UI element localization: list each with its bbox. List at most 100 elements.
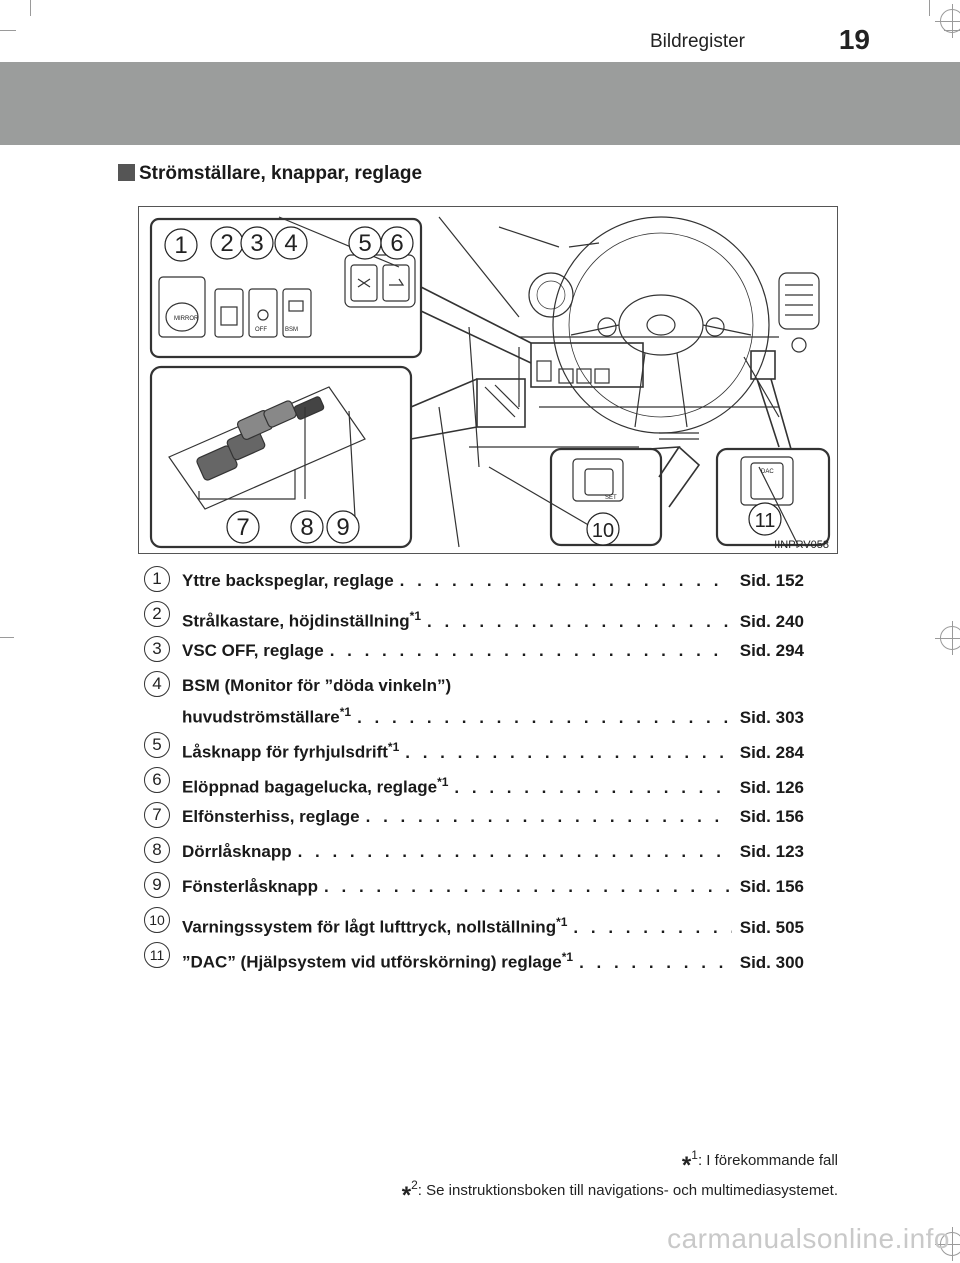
list-item: 11 ”DAC” (Hjälpsystem vid utförskörning)… [144,942,804,977]
item-page: Sid. 284 [739,742,804,762]
item-label: Yttre backspeglar, reglage [182,571,394,590]
callout-2: 2 [210,226,244,260]
item-number: 2 [144,601,170,627]
gauge-icon [528,272,574,318]
registration-mark [935,1227,960,1261]
callout-10: 10 [586,512,620,546]
item-label: Låsknapp för fyrhjulsdrift [182,742,388,762]
list-item: 10 Varningssystem för lågt lufttryck, no… [144,907,804,942]
item-number: 7 [144,802,170,828]
callout-9: 9 [326,510,360,544]
callout-1: 1 [164,228,198,262]
header-title: Bildregister [649,31,745,52]
svg-text:3: 3 [250,230,263,257]
item-label: Elöppnad bagagelucka, reglage [182,777,438,797]
item-page: Sid. 505 [739,917,804,937]
list-item: 9 Fönsterlåsknapp . . . . . . . . . . . .… [144,872,804,907]
leader-dots: . . . . . . . . . . . . . . . . . . . . … [365,807,732,826]
vsc-off-label: OFF [255,327,267,333]
footnote-ref: *1 [556,915,568,929]
reference-list: 1 Yttre backspeglar, reglage . . . . . . … [144,566,804,977]
svg-text:10: 10 [592,520,614,542]
leader-dots: . . . . . . . . . . . . . . . . . . . . … [579,952,732,972]
bsm-label: BSM [285,327,298,333]
header-band [0,62,960,145]
footnote-ref: *1 [387,740,400,754]
detail-box-dac [715,447,831,547]
registration-mark [935,621,960,655]
footnote-ref: *1 [409,609,422,623]
item-page: Sid. 126 [739,777,804,797]
leader-dots: . . . . . . . . . . . . . . . . . . . . … [573,917,731,937]
item-number: 1 [144,566,170,592]
leader-dots: . . . . . . . . . . . . . . . . . . . . … [405,742,731,762]
dashboard-illustration: MIRROR OFF BSM SET DAC 1 2 3 4 5 6 7 8 9… [149,216,831,549]
list-item: 7 Elfönsterhiss, reglage. . . . . . . . … [144,802,804,837]
svg-text:9: 9 [336,514,349,541]
item-number: 9 [144,872,170,898]
callout-8: 8 [290,510,324,544]
detail-box-upper-left [149,217,423,359]
footnote-ref: *1 [437,775,449,789]
list-item: 4 BSM (Monitor för ”döda vinkeln”) huvud… [144,671,804,732]
footnote-ref: *1 [339,705,352,719]
list-item: 5 Låsknapp för fyrhjulsdrift*1 . . . . . … [144,732,804,767]
footnote-2: *2: Se instruktionsboken till navigation… [401,1178,838,1209]
list-item: 2 Strålkastare, höjdinställning*1 . . . .… [144,601,804,636]
switch-panel [530,342,644,388]
leader-dots: . . . . . . . . . . . . . . . . . . . . … [329,641,732,660]
leader-dots: . . . . . . . . . . . . . . . . . . . . … [399,571,732,590]
dashboard-figure: MIRROR OFF BSM SET DAC 1 2 3 4 5 6 7 8 9… [138,206,838,554]
item-label: ”DAC” (Hjälpsystem vid utförskörning) re… [182,952,562,972]
item-page: Sid. 152 [739,571,804,590]
leader-dots: . . . . . . . . . . . . . . . . . . . . … [357,707,732,727]
list-item: 8 Dörrlåsknapp . . . . . . . . . . . . . … [144,837,804,872]
dac-label: DAC [761,469,774,475]
leader-dots: . . . . . . . . . . . . . . . . . . . . … [427,611,732,631]
item-label: Strålkastare, höjdinställning [182,611,410,631]
registration-mark [935,4,960,38]
item-number: 5 [144,732,170,758]
item-number: 10 [144,907,170,933]
svg-text:11: 11 [755,510,776,532]
callout-7: 7 [226,510,260,544]
figure-code: IINPRV058 [774,539,829,551]
crop-mark [929,0,930,16]
air-vent [778,272,820,330]
item-number: 11 [144,942,170,968]
svg-text:5: 5 [358,230,371,257]
item-page: Sid. 300 [739,952,804,972]
svg-text:4: 4 [284,230,297,257]
svg-text:2: 2 [220,230,233,257]
item-label: VSC OFF, reglage [182,641,324,660]
mirror-label: MIRROR [174,316,199,322]
section-heading: Strömställare, knappar, reglage [118,163,422,185]
leader-dots: . . . . . . . . . . . . . . . . . . . . … [324,877,732,896]
steering-wheel-outline [552,216,770,434]
callout-4: 4 [274,226,308,260]
item-page: Sid. 156 [739,877,804,896]
footnote-ref: *1 [561,950,574,964]
callout-3: 3 [240,226,274,260]
item-page: Sid. 156 [739,807,804,826]
list-item: 6 Elöppnad bagagelucka, reglage*1 . . . .… [144,767,804,802]
callout-11: 11 [748,502,782,536]
crop-mark [0,30,16,31]
svg-text:1: 1 [174,232,187,259]
item-label: Dörrlåsknapp [182,842,292,861]
item-page: Sid. 240 [739,611,804,631]
item-page: Sid. 123 [739,842,804,861]
item-number: 8 [144,837,170,863]
list-item: 1 Yttre backspeglar, reglage . . . . . . … [144,566,804,601]
crop-mark [0,637,14,638]
leader-dots: . . . . . . . . . . . . . . . . . . . . … [454,777,731,797]
leader-dots: . . . . . . . . . . . . . . . . . . . . … [297,842,732,861]
item-number: 6 [144,767,170,793]
item-label: Varningssystem för lågt lufttryck, nolls… [182,917,557,937]
footnote-1: *1: I förekommande fall [681,1148,838,1179]
svg-text:6: 6 [390,230,403,257]
item-label: Fönsterlåsknapp [182,877,319,896]
watermark: carmanualsonline.info [667,1223,950,1254]
callout-5: 5 [348,226,382,260]
item-label: huvudströmställare [182,707,340,727]
